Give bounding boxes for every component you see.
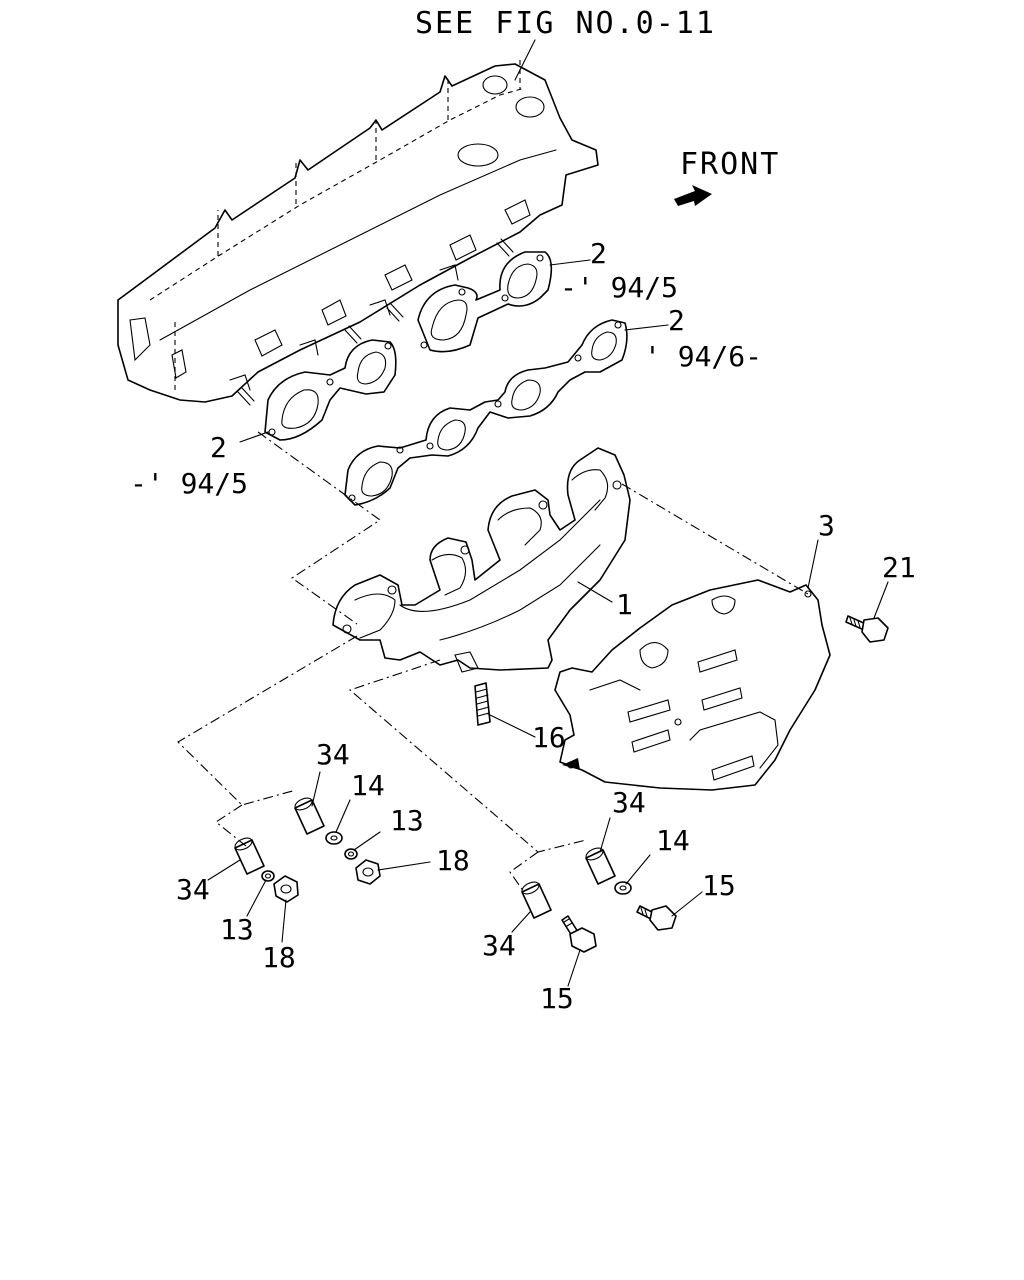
- sleeve-34-a: [294, 797, 325, 835]
- sleeve-34-c: [585, 847, 616, 885]
- callout-15-a: 15: [702, 869, 736, 902]
- nut-18-b: [273, 875, 299, 903]
- heat-shield: [554, 579, 831, 791]
- callout-14-b: 14: [656, 824, 690, 857]
- callout-34-a: 34: [316, 738, 350, 771]
- sleeve-34-b: [234, 837, 265, 875]
- bolt-15-a: [636, 905, 677, 931]
- gasket-upper: [417, 251, 553, 353]
- nut-18-a: [355, 859, 381, 885]
- assembly-lines: [177, 431, 809, 893]
- washer-13-b: [261, 870, 275, 882]
- callout-15-b: 15: [540, 982, 574, 1015]
- callout-2-left-note: -' 94/5: [130, 467, 248, 500]
- callout-2-right-note: ' 94/6-: [644, 340, 762, 373]
- callout-34-c: 34: [612, 786, 646, 819]
- reference-leader: [514, 39, 536, 81]
- front-label: FRONT: [680, 147, 780, 182]
- cylinder-head: [117, 60, 599, 406]
- gasket-long: [264, 339, 397, 441]
- callout-21: 21: [882, 551, 916, 584]
- stud-16: [474, 682, 491, 726]
- callout-labels: 2 -' 94/5 2 ' 94/6- 2 -' 94/5 3 21 1 16 …: [130, 237, 916, 1015]
- callout-14-a: 14: [351, 769, 385, 802]
- bolt-15-b: [561, 915, 597, 953]
- callout-34-d: 34: [482, 929, 516, 962]
- callout-1: 1: [616, 588, 633, 621]
- callout-18-a: 18: [436, 844, 470, 877]
- bolt-21: [845, 615, 889, 643]
- callout-13-b: 13: [220, 913, 254, 946]
- callout-13-a: 13: [390, 804, 424, 837]
- see-figure-reference: SEE FIG NO.0-11: [415, 6, 716, 41]
- callout-18-b: 18: [262, 941, 296, 974]
- callout-3: 3: [818, 509, 835, 542]
- sleeve-34-d: [521, 881, 552, 919]
- washer-14-b: [614, 881, 632, 895]
- callout-34-b: 34: [176, 873, 210, 906]
- leader-lines: [207, 259, 889, 987]
- callout-2-upper-note: -' 94/5: [560, 271, 678, 304]
- washer-14-a: [325, 831, 343, 845]
- exhaust-manifold: [332, 447, 631, 673]
- callout-2-left: 2: [210, 431, 227, 464]
- callout-2-right: 2: [668, 304, 685, 337]
- front-arrow-icon: [674, 185, 712, 206]
- callout-2-upper: 2: [590, 237, 607, 270]
- callout-16: 16: [532, 721, 566, 754]
- gasket-new-style: [344, 319, 628, 506]
- washer-13-a: [344, 848, 358, 860]
